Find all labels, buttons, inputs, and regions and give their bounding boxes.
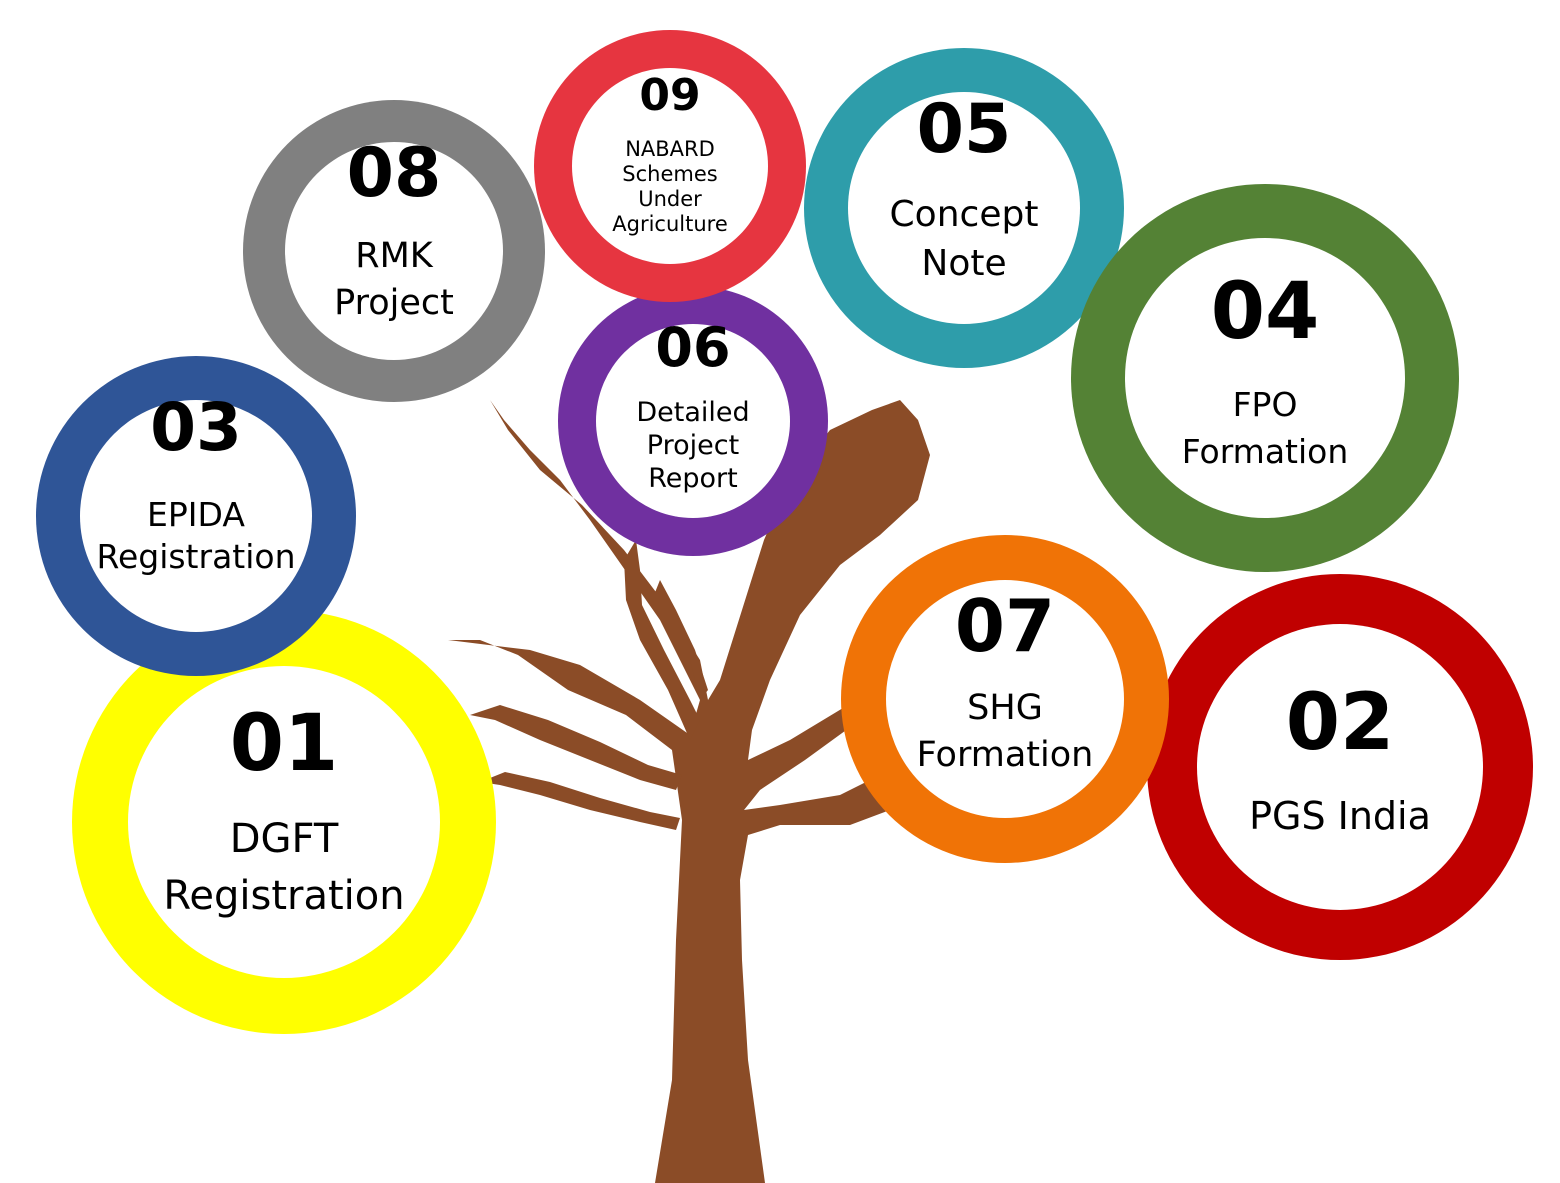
circle-label-09-line-3: Under [638,187,702,211]
circle-label-01-line-1: DGFT [230,816,339,862]
circle-inner-07 [886,580,1124,818]
circle-label-07-line-2: Formation [917,735,1094,775]
circle-label-02-line-1: PGS India [1249,794,1431,838]
circle-inner-05 [848,92,1080,324]
tree-trunk [448,400,950,1183]
circle-inner-04 [1125,238,1405,518]
circle-inner-01 [128,666,440,978]
trunk-main [448,400,950,1183]
circle-number-07: 07 [955,584,1055,668]
circle-number-02: 02 [1286,678,1395,768]
circle-label-04-line-2: Formation [1182,432,1349,471]
circle-inner-03 [80,400,312,632]
branch-left-lowest [480,772,680,830]
circle-label-08-line-1: RMK [355,236,434,276]
circle-label-06-line-3: Report [648,463,738,494]
branch-middle-right [652,580,708,700]
circle-number-04: 04 [1211,267,1320,357]
circle-label-04-line-1: FPO [1233,385,1298,424]
circle-number-08: 08 [347,134,442,213]
circle-inner-08 [285,142,503,360]
circles-layer: 01DGFTRegistration03EPIDARegistration08R… [36,30,1533,1034]
circle-number-03: 03 [150,389,242,466]
circle-label-06-line-1: Detailed [636,397,749,428]
circle-label-01-line-2: Registration [163,873,404,919]
circle-number-09: 09 [639,70,700,121]
circle-label-07-line-1: SHG [967,688,1043,728]
branch-middle [624,540,700,740]
circle-label-03-line-1: EPIDA [147,495,245,534]
circle-label-05-line-1: Concept [890,194,1039,235]
circle-label-09-line-1: NABARD [625,137,715,161]
circle-label-06-line-2: Project [647,430,739,461]
circle-number-05: 05 [917,90,1012,169]
circle-inner-09 [572,68,768,264]
branch-left-lower [470,705,682,790]
circle-label-09-line-2: Schemes [622,162,717,186]
circle-inner-06 [596,324,790,518]
circle-label-09-line-4: Agriculture [612,212,728,236]
circle-inner-02 [1197,624,1483,910]
circle-number-01: 01 [230,699,339,789]
circle-number-06: 06 [655,316,730,379]
circle-label-05-line-2: Note [921,243,1006,284]
circle-label-08-line-2: Project [334,283,454,323]
circle-label-03-line-2: Registration [97,537,296,576]
